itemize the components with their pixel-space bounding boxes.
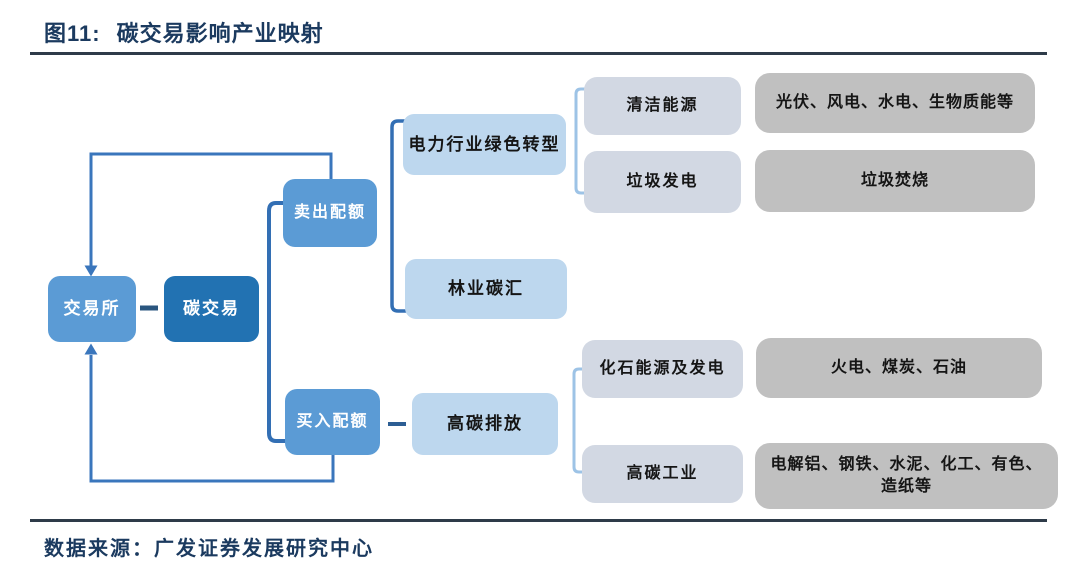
figure-source: 数据来源：广发证券发展研究中心 [44, 532, 374, 561]
figure-label: 图11: [44, 21, 101, 46]
node-pv-wind-hydro-biomass: 光伏、风电、水电、生物质能等 [755, 73, 1035, 133]
node-high-carbon-emission: 高碳排放 [412, 393, 558, 455]
loop-sell-quota-to-exchange [89, 152, 333, 266]
node-sell-quota: 卖出配额 [283, 179, 377, 247]
node-waste-power: 垃圾发电 [584, 151, 741, 213]
arrow-down-into-exchange-icon [84, 265, 98, 277]
bracket-power-transform-children [574, 87, 588, 195]
title-divider [30, 52, 1047, 55]
node-buy-quota: 买入配额 [285, 389, 380, 455]
figure-title: 图11: 碳交易影响产业映射 [44, 16, 324, 48]
node-exchange: 交易所 [48, 276, 136, 342]
node-forestry-carbon-sink: 林业碳汇 [405, 259, 567, 319]
node-power-green-transform: 电力行业绿色转型 [403, 114, 566, 175]
node-clean-energy: 清洁能源 [584, 77, 741, 135]
loop-buy-quota-to-exchange [89, 355, 335, 483]
node-fossil-energy-power: 化石能源及发电 [582, 340, 743, 398]
node-high-carbon-industry: 高碳工业 [582, 445, 743, 503]
arrow-up-into-exchange-icon [84, 343, 98, 355]
source-divider [30, 519, 1047, 522]
bracket-high-carbon-children [572, 367, 586, 474]
node-carbon-trading: 碳交易 [164, 276, 259, 342]
bracket-sell-quota-children [390, 119, 408, 313]
bracket-carbon-trading-children [267, 201, 289, 443]
figure-title-text: 碳交易影响产业映射 [116, 21, 324, 46]
source-label: 数据来源： [44, 538, 154, 560]
node-high-carbon-industries-detail: 电解铝、钢铁、水泥、化工、有色、造纸等 [755, 443, 1058, 509]
node-thermal-coal-oil: 火电、煤炭、石油 [756, 338, 1042, 398]
source-text: 广发证券发展研究中心 [154, 538, 374, 560]
node-waste-incineration: 垃圾焚烧 [755, 150, 1035, 212]
